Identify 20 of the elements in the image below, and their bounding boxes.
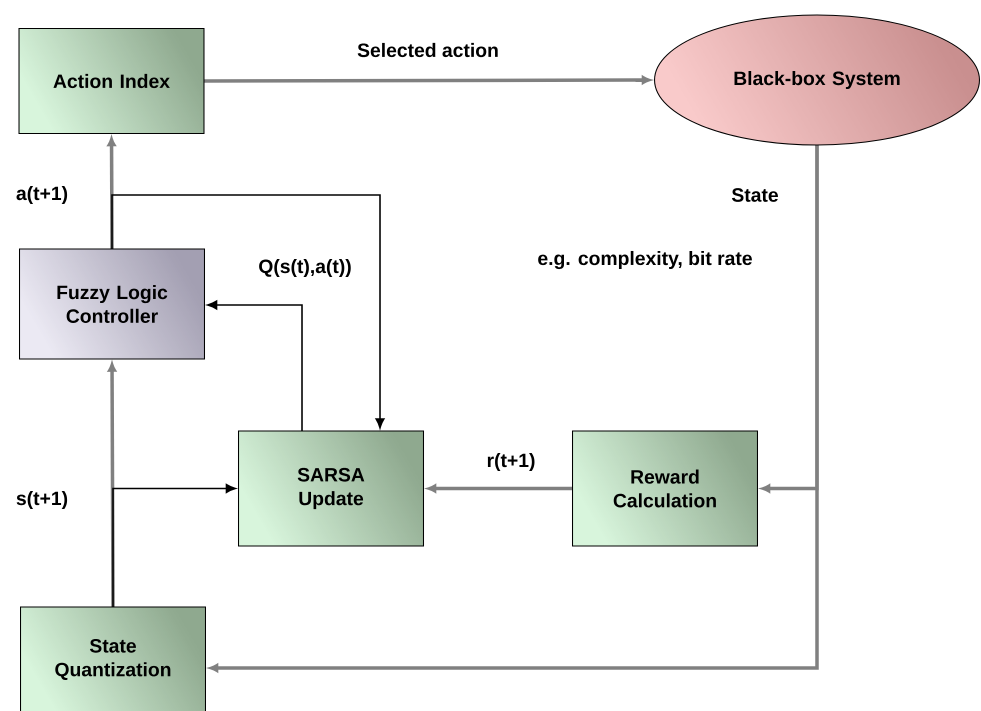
note-label: e.g. complexity, bit rate — [538, 250, 752, 270]
process-box: Reward Calculation — [572, 430, 758, 547]
arrow — [111, 194, 385, 428]
arrow — [204, 76, 651, 84]
edge-label: s(t+1) — [14, 489, 70, 511]
arrow — [108, 362, 116, 606]
arrow — [112, 484, 236, 606]
process-box: State Quantization — [20, 606, 206, 711]
arrow — [427, 484, 572, 493]
process-box: Fuzzy Logic Controller — [19, 248, 205, 360]
note-label: State — [732, 188, 778, 202]
edge-label: a(t+1) — [14, 184, 70, 206]
edge-label: r(t+1) — [484, 451, 538, 473]
arrow — [107, 137, 116, 248]
arrow — [207, 300, 303, 430]
process-box: SARSA Update — [238, 430, 424, 547]
arrow — [209, 146, 819, 672]
process-box: Action Index — [18, 28, 205, 134]
edge-label: Selected action — [355, 41, 501, 59]
edge-label: Q(s(t),a(t)) — [256, 257, 354, 279]
